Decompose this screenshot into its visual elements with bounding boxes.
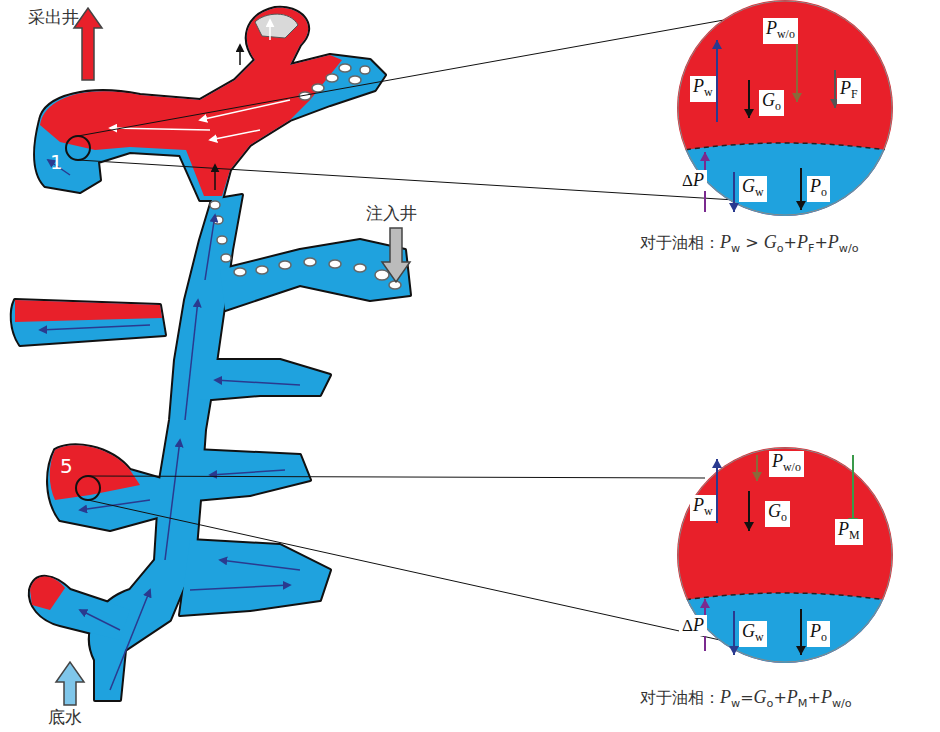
force-label: Pw/o	[769, 451, 804, 477]
water-label: 底水	[48, 706, 82, 729]
force-label: ΔP	[679, 170, 707, 191]
force-label: Pw	[690, 76, 716, 102]
force-label: PM	[835, 519, 863, 545]
force-label: Gw	[739, 621, 767, 647]
callout-number: 1	[50, 150, 63, 174]
force-balance-formula: 对于油相：Pw > Go+PF+Pw/o	[640, 232, 859, 255]
force-balance-formula: 对于油相：Pw=Go+PM+Pw/o	[640, 687, 852, 710]
force-label: Po	[807, 176, 830, 202]
well-label: 注入井	[366, 202, 417, 225]
well-label: 采出井	[28, 6, 79, 29]
callout-number: 5	[60, 454, 73, 478]
force-label: Pw	[690, 495, 716, 521]
force-label: Pw/o	[763, 18, 798, 44]
force-label: PF	[837, 78, 861, 104]
force-label: Go	[765, 501, 790, 527]
circle-outline	[677, 447, 893, 663]
force-label: ΔP	[679, 615, 707, 636]
force-label: Po	[807, 621, 830, 647]
zoom-circle: PwPw/oGoPFΔPGwPo对于油相：Pw > Go+PF+Pw/o	[677, 0, 893, 216]
force-label: Go	[759, 90, 784, 116]
force-label: Gw	[739, 176, 767, 202]
zoom-circle: PwPw/oGoPMΔPGwPo对于油相：Pw=Go+PM+Pw/o	[677, 447, 893, 663]
